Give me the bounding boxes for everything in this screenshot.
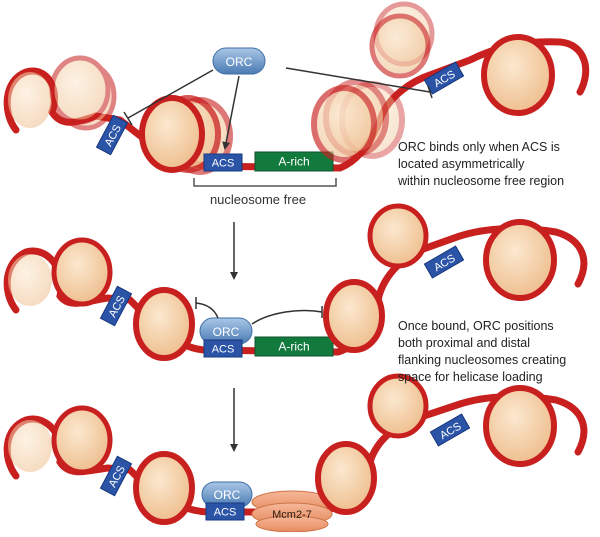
nucleosome-free-bracket: nucleosome free xyxy=(193,178,337,207)
inhibition-arrow xyxy=(285,67,431,93)
caption-line: within nucleosome free region xyxy=(398,174,565,188)
caption-line: ORC binds only when ACS is xyxy=(398,140,560,154)
nucleosome xyxy=(51,237,113,307)
caption-line: space for helicase loading xyxy=(398,370,543,384)
acs-box: ACS xyxy=(423,245,465,279)
orc-complex: ORC xyxy=(212,47,266,75)
nucleosome-free-label: nucleosome free xyxy=(210,192,306,207)
binding-arrow xyxy=(222,75,240,150)
nucleosome xyxy=(8,254,52,306)
nucleosome xyxy=(323,279,385,353)
mcm-label: Mcm2-7 xyxy=(272,509,312,521)
acs-box: ACS xyxy=(205,502,245,521)
caption-line: flanking nucleosomes creating xyxy=(398,353,567,367)
acs-box: ACS xyxy=(203,339,243,358)
caption-line: Once bound, ORC positions xyxy=(398,319,554,333)
caption-line: both proximal and distal xyxy=(398,336,531,350)
acs-label: ACS xyxy=(212,344,235,356)
caption-panel-2: Once bound, ORC positions both proximal … xyxy=(398,318,566,386)
acs-box: ACS xyxy=(429,413,471,447)
nucleosome-cluster xyxy=(49,55,117,131)
caption-panel-1: ORC binds only when ACS is located asymm… xyxy=(398,139,564,190)
acs-box: ACS xyxy=(203,153,243,172)
nucleosome xyxy=(51,405,113,475)
orc-complex: ORC xyxy=(201,481,253,508)
nucleosome xyxy=(8,420,52,472)
nucleosome xyxy=(367,373,429,439)
a-rich-box: A-rich xyxy=(254,336,334,357)
acs-label: ACS xyxy=(214,507,237,519)
a-rich-box: A-rich xyxy=(254,151,334,172)
panel-2: ACS ORC ACS A-rich ACS xyxy=(3,203,588,361)
acs-label: ACS xyxy=(212,158,235,170)
nucleosome xyxy=(367,203,429,269)
nucleosome xyxy=(481,34,555,116)
nucleosome xyxy=(483,219,557,301)
orc-label: ORC xyxy=(213,325,240,339)
a-rich-label: A-rich xyxy=(278,340,309,354)
inhibition-arrow xyxy=(127,69,214,119)
nucleosome-cluster xyxy=(311,79,405,163)
mcm-helicase: Mcm2-7 xyxy=(251,490,333,533)
nucleosome xyxy=(133,451,195,525)
nucleosome xyxy=(8,72,52,128)
inhibition-arrow xyxy=(251,309,323,325)
nucleosome xyxy=(483,385,557,467)
nucleosome xyxy=(315,441,377,515)
caption-line: located asymmetrically xyxy=(398,157,525,171)
orc-label: ORC xyxy=(226,55,253,69)
a-rich-label: A-rich xyxy=(278,155,309,169)
nucleosome xyxy=(133,287,195,361)
inhibition-arrow xyxy=(195,302,219,319)
nucleosome-stack xyxy=(139,95,233,175)
panel-3: ACS Mcm2-7 ORC ACS ACS xyxy=(3,373,588,533)
orc-complex: ORC xyxy=(199,317,253,345)
nucleosome-cluster xyxy=(369,1,435,79)
orc-label: ORC xyxy=(214,488,241,502)
